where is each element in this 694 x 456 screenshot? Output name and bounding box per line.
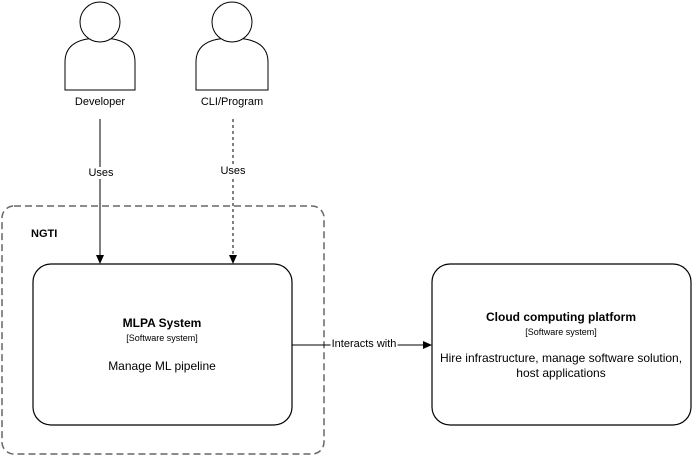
mlpa-system-type: [Software system] bbox=[126, 333, 198, 343]
interacts-with-label: Interacts with bbox=[330, 338, 398, 350]
cli-program-label: CLI/Program bbox=[200, 96, 264, 108]
mlpa-system-box[interactable] bbox=[32, 263, 293, 426]
cloud-platform-box[interactable] bbox=[431, 263, 692, 426]
cli-uses-label: Uses bbox=[219, 165, 247, 177]
ngti-boundary-title: NGTI bbox=[31, 228, 58, 240]
mlpa-system-description: Manage ML pipeline bbox=[108, 359, 216, 373]
cloud-platform-description: Hire infrastructure, manage software sol… bbox=[439, 351, 683, 380]
developer-uses-label: Uses bbox=[87, 167, 115, 179]
cli-program-person-icon[interactable] bbox=[195, 1, 269, 91]
developer-person-icon[interactable] bbox=[64, 1, 136, 91]
cloud-platform-title: Cloud computing platform bbox=[486, 310, 636, 324]
developer-label: Developer bbox=[74, 96, 126, 108]
developer-uses-arrow bbox=[96, 119, 104, 264]
mlpa-system-title: MLPA System bbox=[122, 316, 202, 330]
ngti-boundary[interactable] bbox=[1, 205, 325, 455]
cli-uses-arrow bbox=[229, 119, 237, 264]
cloud-platform-type: [Software system] bbox=[525, 327, 597, 337]
